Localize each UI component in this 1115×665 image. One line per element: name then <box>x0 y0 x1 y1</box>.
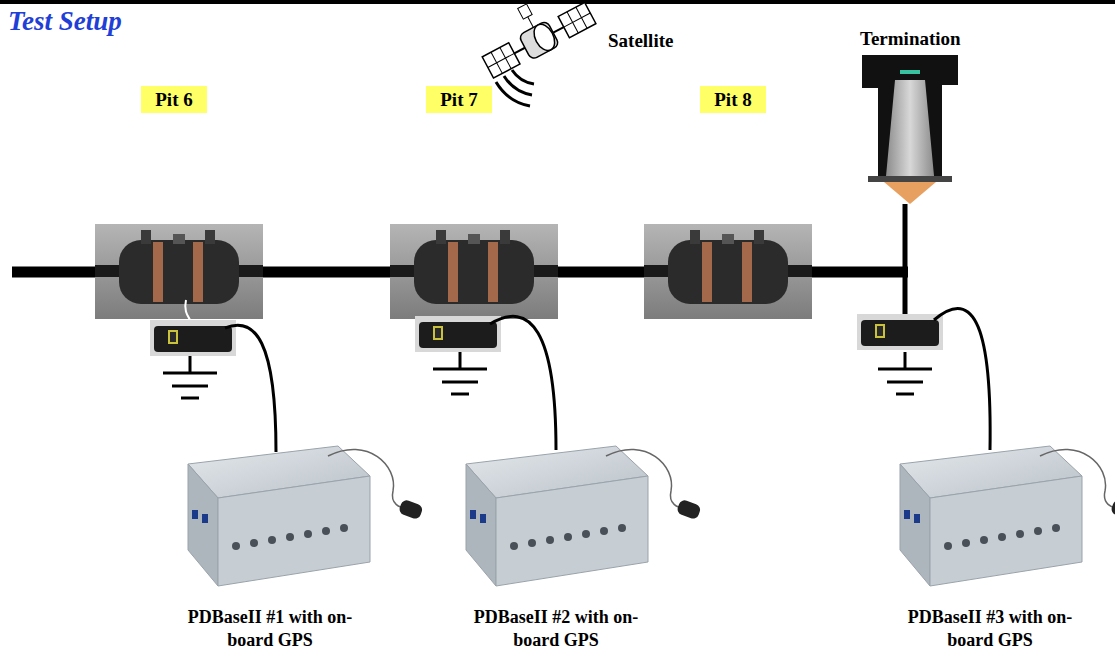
instrument-name: PDBaseII #2 with on-board GPS <box>466 606 646 652</box>
joint-photo <box>95 224 263 319</box>
sensor <box>150 320 236 356</box>
signal-wire <box>934 308 990 450</box>
signal-wire <box>225 325 276 452</box>
pit-label-box: Pit 6 <box>141 86 207 113</box>
instrument-unit: PDBaseII #2 with on-board GPS <box>466 440 646 660</box>
ground-symbol <box>163 356 217 398</box>
joint-photo <box>644 224 812 319</box>
pdbase-device <box>188 446 424 586</box>
annotation-label: Termination <box>860 28 961 50</box>
pdbase-device <box>466 446 702 586</box>
joint-photo <box>390 224 558 319</box>
pit-label-box: Pit 8 <box>700 86 766 113</box>
diagram-title: Test Setup <box>8 6 122 37</box>
instrument-unit: PDBaseII #1 with on-board GPS <box>180 440 360 660</box>
instrument-unit: PDBaseII #3 with on-board GPS <box>900 440 1080 660</box>
termination-icon <box>862 55 958 204</box>
sensor <box>415 316 501 352</box>
ground-symbol <box>878 352 932 394</box>
pit-name: Pit 6 <box>141 89 207 111</box>
pdbase-device <box>900 446 1115 586</box>
pit-label-box: Pit 7 <box>426 86 492 113</box>
annotation-label: Satellite <box>608 30 673 52</box>
instrument-name: PDBaseII #3 with on-board GPS <box>900 606 1080 652</box>
ground-symbol <box>433 352 487 394</box>
instrument-name: PDBaseII #1 with on-board GPS <box>180 606 360 652</box>
pit-name: Pit 8 <box>700 89 766 111</box>
pit-name: Pit 7 <box>426 89 492 111</box>
sensor <box>857 314 943 350</box>
signal-wire <box>490 316 556 450</box>
